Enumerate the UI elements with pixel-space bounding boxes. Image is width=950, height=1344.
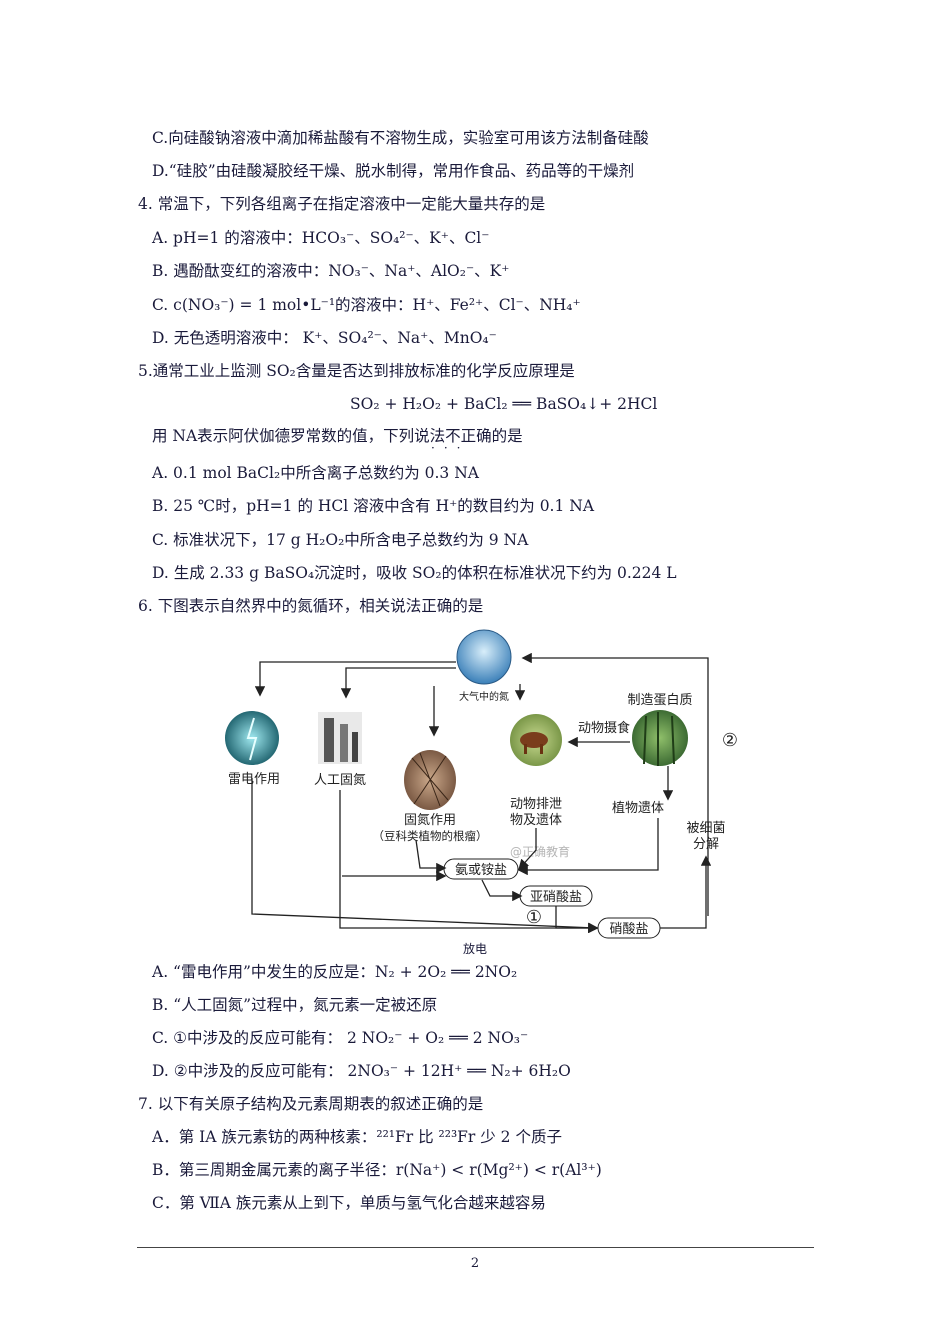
option-4c: C. c(NO₃⁻) = 1 mol•L⁻¹的溶液中：H⁺、Fe²⁺、Cl⁻、N… [152,296,581,314]
option-4a: A. pH=1 的溶液中：HCO₃⁻、SO₄²⁻、K⁺、Cl⁻ [152,229,490,247]
option-6b: B. “人工固氮”过程中，氮元素一定被还原 [152,996,438,1014]
option-5c: C. 标准状况下，17 g H₂O₂中所含电子总数约为 9 NA [152,531,529,549]
option-6c: C. ①中涉及的反应可能有： 2 NO₂⁻ + O₂ ══ 2 NO₃⁻ [152,1029,529,1047]
atmosphere-label: 大气中的氮 [459,690,509,703]
option-7b: B．第三周期金属元素的离子半径：r(Na⁺) < r(Mg²⁺) < r(Al³… [152,1161,602,1179]
option-5d: D. 生成 2.33 g BaSO₄沉淀时，吸收 SO₂的体积在标准状况下约为 … [152,564,677,582]
option-5b: B. 25 ℃时，pH=1 的 HCl 溶液中含有 H⁺的数目约为 0.1 NA [152,497,595,515]
plant-remains-label: 植物遗体 [612,801,664,816]
animal-eat-label: 动物摄食 [578,720,630,736]
watermark: @正确教育 [510,844,570,859]
option-6d: D. ②中涉及的反应可能有： 2NO₃⁻ + 12H⁺ ══ N₂+ 6H₂O [152,1062,571,1080]
ammonia-label: 氨或铵盐 [455,863,507,878]
question-5: 5.通常工业上监测 SO₂含量是否达到排放标准的化学反应原理是 [138,362,575,380]
atmosphere-icon [456,629,512,685]
option-3d: D.“硅胶”由硅酸凝胶经干燥、脱水制得，常用作食品、药品等的干燥剂 [152,162,635,180]
industrial-label: 人工固氮 [314,773,366,788]
lightning-label: 雷电作用 [228,772,280,787]
option-6a: A. “雷电作用”中发生的反应是：N₂ + 2O₂ ══ 2NO₂ [152,963,518,981]
question-4: 4. 常温下，下列各组离子在指定溶液中一定能大量共存的是 [138,195,546,213]
animal-waste-label: 动物排泄 [510,797,562,812]
question-5-stem: 用 NA表示阿伏伽德罗常数的值，下列说法不正确的是 [152,427,523,445]
decompose-label: 分解 [693,837,719,852]
option-4d: D. 无色透明溶液中： K⁺、SO₄²⁻、Na⁺、MnO₄⁻ [152,329,497,347]
question-6: 6. 下图表示自然界中的氮循环，相关说法正确的是 [138,597,484,615]
diagram-caption: 放电 [462,942,487,956]
emphasis-dots: ··· [431,441,470,455]
option-7c: C．第 ⅦA 族元素从上到下，单质与氢气化合越来越容易 [152,1194,546,1212]
mark-2: ② [722,730,738,751]
option-7a: A．第 IA 族元素钫的两种核素：²²¹Fr 比 ²²³Fr 少 2 个质子 [152,1128,562,1146]
option-3c: C.向硅酸钠溶液中滴加稀盐酸有不溶物生成，实验室可用该方法制备硅酸 [152,129,649,147]
nitrite-label: 亚硝酸盐 [530,890,582,905]
question-7: 7. 以下有关原子结构及元素周期表的叙述正确的是 [138,1095,484,1113]
nitrate-label: 硝酸盐 [609,922,648,937]
nitrogen-cycle-diagram: 大气中的氮 雷电作用 人工固氮 固氮作用 （豆科类植物的根瘤） 动物排泄 物及遗… [225,629,738,939]
animal-waste-sublabel: 物及遗体 [510,813,562,828]
page-number: 2 [470,1256,480,1271]
forest-icon [632,710,688,766]
fixation-sublabel: （豆科类植物的根瘤） [373,829,488,843]
footer-rule [137,1247,814,1248]
bacteria-label: 被细菌 [686,821,725,836]
mark-1: ① [526,907,542,928]
option-5a: A. 0.1 mol BaCl₂中所含离子总数约为 0.3 NA [152,464,479,482]
fixation-label: 固氮作用 [404,813,456,828]
equation-5: SO₂ + H₂O₂ + BaCl₂ ══ BaSO₄↓+ 2HCl [350,395,658,413]
protein-label: 制造蛋白质 [627,692,692,708]
option-4b: B. 遇酚酞变红的溶液中：NO₃⁻、Na⁺、AlO₂⁻、K⁺ [152,262,510,280]
